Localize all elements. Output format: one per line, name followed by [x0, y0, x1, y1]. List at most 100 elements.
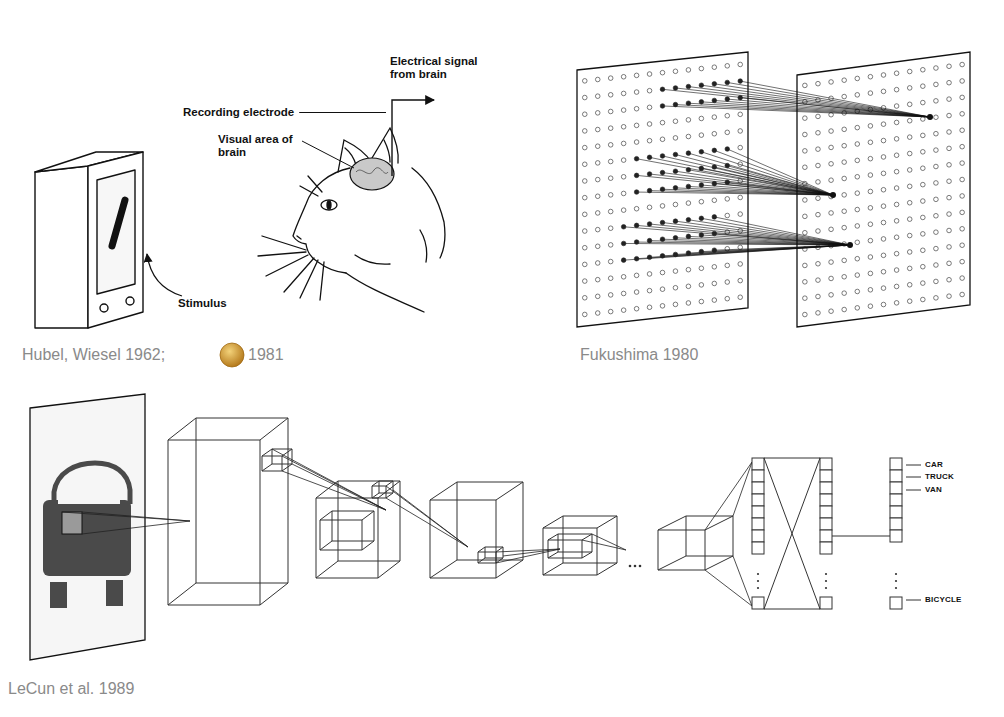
ellipsis-dot: [825, 580, 827, 582]
neuron-unit: [890, 482, 902, 494]
neuron-dot: [634, 240, 639, 245]
neuron-dot: [803, 99, 808, 104]
signal-label: Electrical signal from brain: [390, 55, 502, 81]
fully-connected-layers: [752, 458, 921, 609]
neuron-dot: [894, 104, 899, 109]
connection-line: [688, 87, 930, 117]
neuron-dot: [934, 197, 939, 202]
neuron-unit: [890, 470, 902, 482]
neuron-dot: [582, 145, 587, 150]
leader-line: [299, 112, 386, 113]
neuron-dot: [725, 213, 730, 218]
neuron-dot: [634, 73, 639, 78]
neuron-dot: [608, 276, 613, 281]
neuron-dot: [907, 184, 912, 189]
active-neuron: [699, 166, 704, 171]
connection-line: [663, 89, 931, 117]
active-neuron: [634, 173, 639, 178]
neuron-dot: [894, 235, 899, 240]
neuron-dot: [686, 134, 691, 139]
neuron-dot: [725, 263, 730, 268]
active-neuron: [686, 168, 691, 173]
active-neuron: [660, 187, 665, 192]
neuron-dot: [921, 215, 926, 220]
connection-line: [688, 245, 850, 253]
active-neuron: [712, 98, 717, 103]
projection-line: [393, 490, 468, 547]
connection-line: [714, 184, 833, 195]
neuron-dot: [855, 76, 860, 81]
neuron-unit: [820, 482, 832, 494]
neuron-dot: [868, 288, 873, 293]
neuron-dot: [934, 181, 939, 186]
connection-line: [740, 98, 930, 117]
neuron-dot: [595, 311, 600, 316]
neuron-dot: [673, 236, 678, 241]
neuron-dot: [934, 82, 939, 87]
active-neuron: [660, 237, 665, 242]
active-neuron: [712, 148, 717, 153]
neuron-dot: [934, 213, 939, 218]
neuron-dot: [673, 169, 678, 174]
neuron-dot: [699, 116, 704, 121]
neuron-dot: [582, 229, 587, 234]
neuron-dot: [582, 179, 587, 184]
neuron-dot: [595, 244, 600, 249]
connection-line: [675, 221, 850, 245]
neuron-dot: [660, 220, 665, 225]
neuron-dot: [725, 80, 730, 85]
connection-line: [714, 234, 850, 245]
neuron-dot: [921, 117, 926, 122]
neuron-dot: [738, 95, 743, 100]
active-neuron: [660, 254, 665, 259]
neuron-dot: [621, 124, 626, 129]
active-neuron: [686, 217, 691, 222]
neuron-dot: [673, 86, 678, 91]
ellipsis-dot: [825, 573, 827, 575]
neuron-dot: [960, 177, 965, 182]
neuron-dot: [647, 205, 652, 210]
neuron-dot: [803, 280, 808, 285]
neuron-dot: [855, 224, 860, 229]
feature-map-box: [262, 449, 292, 471]
neuron-dot: [907, 102, 912, 107]
neuron-dot: [907, 250, 912, 255]
neuron-dot: [660, 104, 665, 109]
neuron-dot: [947, 179, 952, 184]
connection-line: [701, 245, 850, 252]
neuron-dot: [738, 112, 743, 117]
connection-line: [688, 103, 930, 117]
neuron-dot: [881, 155, 886, 160]
neuron-dot: [673, 102, 678, 107]
leader-line: [302, 141, 354, 168]
neuron-dot: [634, 123, 639, 128]
neuron-dot: [634, 273, 639, 278]
neuron-dot: [881, 204, 886, 209]
neuron-dot: [608, 226, 613, 231]
neuron-dot: [894, 284, 899, 289]
neuron-unit: [752, 506, 764, 518]
neuron-dot: [894, 268, 899, 273]
neuron-dot: [934, 279, 939, 284]
connection-line: [663, 245, 851, 256]
connection-line: [688, 220, 850, 245]
neuron-dot: [868, 140, 873, 145]
class-label: BICYCLE: [925, 595, 962, 604]
neuron-dot: [647, 88, 652, 93]
neuron-dot: [829, 260, 834, 265]
neuron-dot: [647, 72, 652, 77]
neuron-dot: [829, 162, 834, 167]
neuron-dot: [634, 90, 639, 95]
neuron-dot: [647, 138, 652, 143]
monitor: [35, 152, 143, 328]
neuron-dot: [621, 258, 626, 263]
neuron-dot: [907, 69, 912, 74]
active-neuron: [686, 184, 691, 189]
active-neuron: [712, 181, 717, 186]
neuron-dot: [712, 181, 717, 186]
neuron-dot: [647, 105, 652, 110]
neuron-dot: [960, 62, 965, 67]
neuron-dot: [582, 95, 587, 100]
neuron-dot: [660, 270, 665, 275]
active-neuron: [673, 86, 678, 91]
